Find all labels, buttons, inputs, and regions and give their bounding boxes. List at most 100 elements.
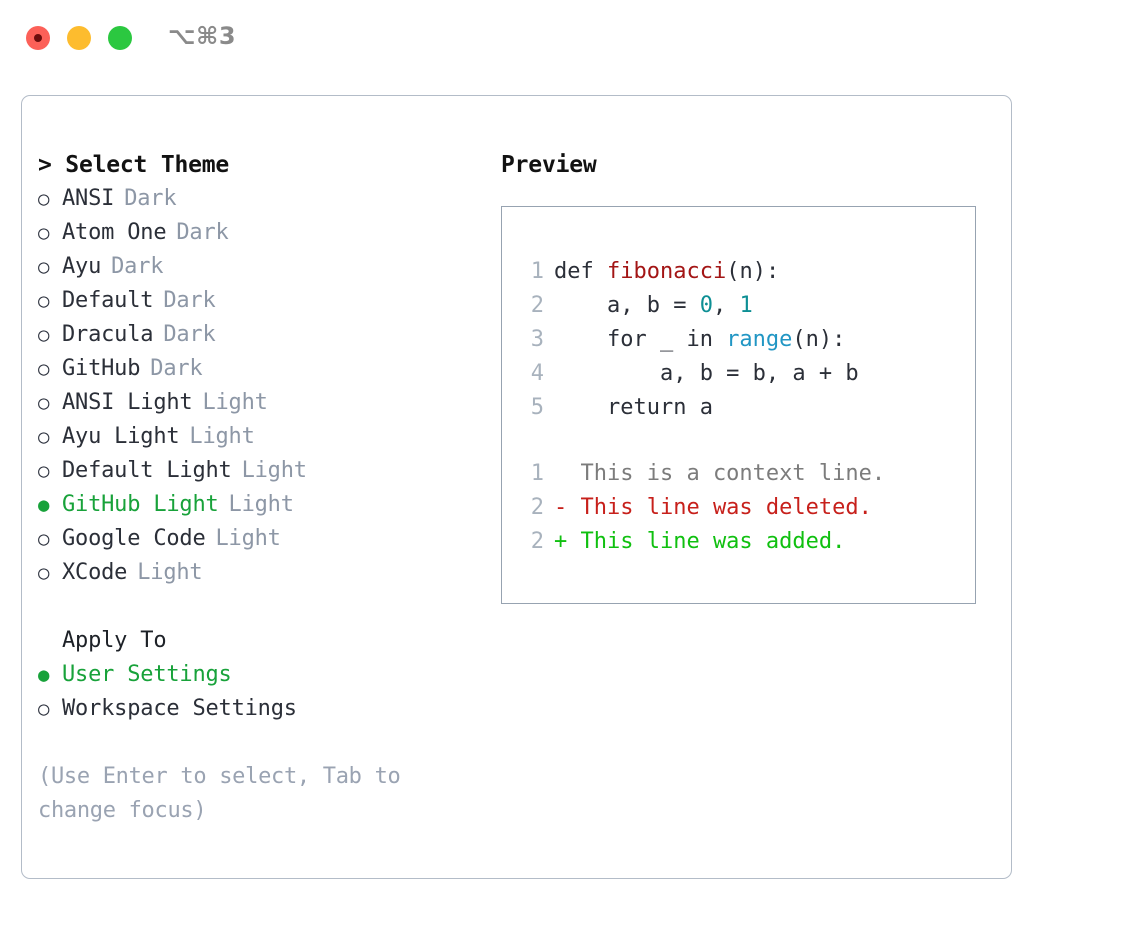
radio-unselected-icon: ○ bbox=[38, 324, 50, 346]
theme-option-label: GitHub bbox=[62, 356, 141, 381]
radio-unselected-icon: ○ bbox=[38, 698, 50, 720]
code-token-plain: a, b = b, a + b bbox=[554, 361, 859, 386]
radio-unselected-icon: ○ bbox=[38, 562, 50, 584]
diff-text: This is a context line. bbox=[554, 461, 886, 486]
code-token-plain: (n): bbox=[792, 327, 846, 352]
apply-to-option-user-settings[interactable]: ●User Settings bbox=[38, 658, 478, 692]
line-number: 3 bbox=[530, 327, 544, 352]
close-button[interactable] bbox=[26, 26, 50, 50]
theme-option-label: GitHub Light bbox=[62, 492, 219, 517]
theme-option-atom-one[interactable]: ○ Atom One Dark bbox=[38, 216, 478, 250]
theme-option-tag: Light bbox=[228, 492, 294, 517]
theme-option-tag: Dark bbox=[111, 254, 164, 279]
line-number: 5 bbox=[530, 395, 544, 420]
theme-option-tag: Dark bbox=[163, 288, 216, 313]
radio-unselected-icon: ○ bbox=[38, 222, 50, 244]
code-text: def fibonacci(n): bbox=[544, 255, 779, 289]
code-line: 4 a, b = b, a + b bbox=[520, 357, 859, 391]
select-theme-heading: > Select Theme bbox=[38, 152, 230, 178]
title-bar: ⌥⌘3 bbox=[0, 0, 1140, 78]
keyboard-hint-text: (Use Enter to select, Tab to change focu… bbox=[38, 764, 401, 823]
code-token-plain: , bbox=[712, 293, 740, 318]
diff-line-ctx: 1 This is a context line. bbox=[520, 457, 885, 491]
maximize-button[interactable] bbox=[108, 26, 132, 50]
radio-unselected-icon: ○ bbox=[38, 358, 50, 380]
code-text: a, b = 0, 1 bbox=[544, 289, 753, 323]
line-number: 2 bbox=[530, 495, 544, 520]
theme-option-tag: Light bbox=[189, 424, 255, 449]
preview-heading: Preview bbox=[501, 152, 597, 178]
code-token-num: 0 bbox=[699, 293, 713, 318]
diff-text: + This line was added. bbox=[554, 529, 846, 554]
theme-option-label: Google Code bbox=[62, 526, 206, 551]
theme-option-label: Ayu Light bbox=[62, 424, 180, 449]
theme-option-label: ANSI bbox=[62, 186, 115, 211]
theme-option-label: Default Light bbox=[62, 458, 232, 483]
theme-option-tag: Light bbox=[137, 560, 203, 585]
diff-line-del: 2 - This line was deleted. bbox=[520, 491, 885, 525]
code-token-plain: for _ in bbox=[554, 327, 727, 352]
theme-option-tag: Dark bbox=[163, 322, 216, 347]
radio-unselected-icon: ○ bbox=[38, 392, 50, 414]
radio-unselected-icon: ○ bbox=[38, 460, 50, 482]
theme-option-label: Default bbox=[62, 288, 154, 313]
code-token-num: 1 bbox=[739, 293, 753, 318]
code-line: 3 for _ in range(n): bbox=[520, 323, 859, 357]
code-text: return a bbox=[544, 391, 713, 425]
line-number: 1 bbox=[530, 259, 544, 284]
code-token-plain: def bbox=[554, 259, 607, 284]
code-token-fn: fibonacci bbox=[606, 259, 727, 284]
theme-option-label: XCode bbox=[62, 560, 128, 585]
diff-text: - This line was deleted. bbox=[554, 495, 872, 520]
radio-unselected-icon: ○ bbox=[38, 290, 50, 312]
apply-to-option-workspace-settings[interactable]: ○Workspace Settings bbox=[38, 692, 478, 726]
line-number: 4 bbox=[530, 361, 544, 386]
traffic-lights bbox=[26, 26, 132, 50]
line-number: 2 bbox=[530, 529, 544, 554]
radio-unselected-icon: ○ bbox=[38, 256, 50, 278]
keyboard-shortcut-label: ⌥⌘3 bbox=[168, 22, 237, 50]
theme-option-tag: Light bbox=[202, 390, 268, 415]
radio-selected-icon: ● bbox=[38, 664, 50, 686]
code-line: 2 a, b = 0, 1 bbox=[520, 289, 859, 323]
theme-option-tag: Dark bbox=[176, 220, 229, 245]
code-text: a, b = b, a + b bbox=[544, 357, 859, 391]
diff-line-add: 2 + This line was added. bbox=[520, 525, 885, 559]
theme-option-google-code[interactable]: ○ Google Code Light bbox=[38, 522, 478, 556]
minimize-button[interactable] bbox=[67, 26, 91, 50]
theme-option-tag: Dark bbox=[124, 186, 177, 211]
theme-option-label: Dracula bbox=[62, 322, 154, 347]
apply-to-list: ●User Settings○Workspace Settings bbox=[38, 658, 478, 726]
code-line: 5 return a bbox=[520, 391, 859, 425]
theme-option-github-light[interactable]: ● GitHub Light Light bbox=[38, 488, 478, 522]
code-text: for _ in range(n): bbox=[544, 323, 845, 357]
theme-option-default[interactable]: ○ Default Dark bbox=[38, 284, 478, 318]
theme-option-ayu[interactable]: ○ Ayu Dark bbox=[38, 250, 478, 284]
radio-selected-icon: ● bbox=[38, 494, 50, 516]
theme-option-tag: Light bbox=[215, 526, 281, 551]
theme-option-ansi-light[interactable]: ○ ANSI Light Light bbox=[38, 386, 478, 420]
theme-option-label: ANSI Light bbox=[62, 390, 193, 415]
theme-option-label: Atom One bbox=[62, 220, 167, 245]
code-token-call: range bbox=[726, 327, 793, 352]
theme-option-xcode[interactable]: ○ XCode Light bbox=[38, 556, 478, 590]
radio-unselected-icon: ○ bbox=[38, 528, 50, 550]
code-token-plain: (n): bbox=[726, 259, 780, 284]
theme-option-label: Ayu bbox=[62, 254, 102, 279]
theme-option-dracula[interactable]: ○ Dracula Dark bbox=[38, 318, 478, 352]
code-token-plain: a, b = bbox=[554, 293, 700, 318]
apply-to-heading: Apply To bbox=[62, 628, 167, 653]
